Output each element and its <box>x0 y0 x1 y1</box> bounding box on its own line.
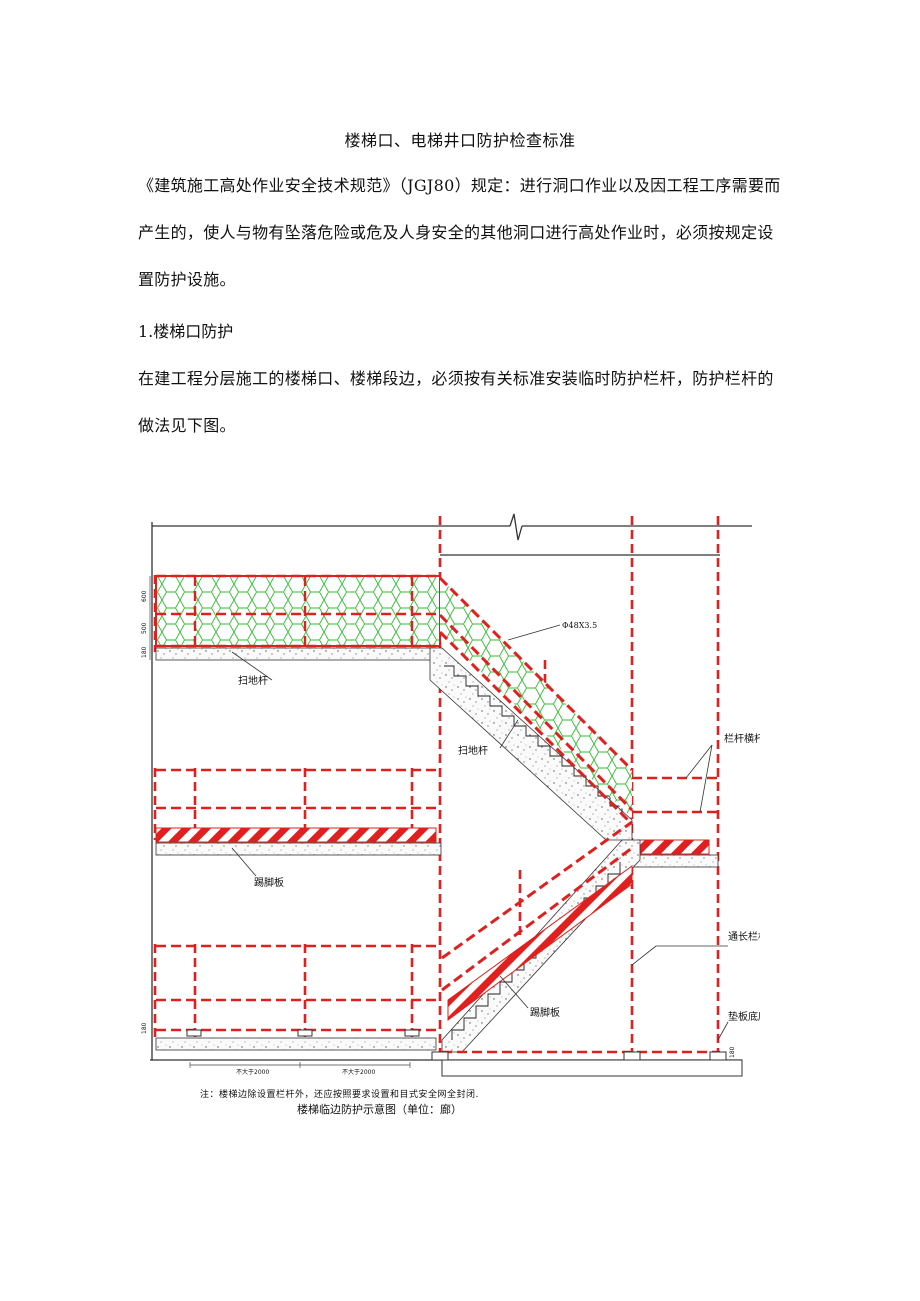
middle-toe-board <box>155 827 437 843</box>
upper-slab <box>155 647 442 661</box>
section-body: 在建工程分层施工的楼梯口、楼梯段边，必须按有关标准安装临时防护栏杆，防护栏杆的做… <box>138 369 774 435</box>
drawing-note: 注：楼梯边除设置栏杆外，还应按照要求设置和目式安全网全封闭. <box>200 1090 479 1100</box>
label-dim-1: 不大于2000 <box>236 1068 269 1076</box>
section-heading: 1.楼梯口防护 <box>138 322 234 341</box>
label-toe-board-stair: 踢脚板 <box>530 1006 560 1019</box>
label-dim-v4: 180 <box>141 1022 148 1034</box>
middle-slab <box>155 842 442 856</box>
stair-guardrail-drawing: 扫地杆 扫地杆 Φ48X3.5 栏杆横杆 踢脚板 踢脚板 通长栏杆柱 垫板底座 … <box>141 513 760 1077</box>
label-dim-v1: 600 <box>141 590 148 602</box>
label-dim-v2: 500 <box>141 622 148 634</box>
label-dim-v5: 180 <box>729 1046 736 1058</box>
landing-slab <box>631 854 719 868</box>
label-sweep-pole-upper: 扫地杆 <box>238 674 268 687</box>
label-pad-base: 垫板底座 <box>728 1010 760 1023</box>
lower-slab <box>155 1037 437 1051</box>
label-rail-crossbar: 栏杆横杆 <box>724 732 760 745</box>
label-toe-board-floor: 踢脚板 <box>254 876 284 889</box>
page-title: 楼梯口、电梯井口防护检查标准 <box>344 131 576 150</box>
label-pipe-spec: Φ48X3.5 <box>562 621 597 630</box>
label-sweep-pole-stair: 扫地杆 <box>458 744 488 757</box>
label-full-rail-post: 通长栏杆柱 <box>728 930 760 943</box>
lower-stair-toe-board <box>447 865 633 1021</box>
landing-toe-board <box>636 839 710 855</box>
label-dim-v3: 180 <box>141 646 148 658</box>
drawing-caption: 楼梯临边防护示意图（单位：廊） <box>297 1103 462 1116</box>
upper-stair-net <box>440 578 632 818</box>
intro-paragraph: 《建筑施工高处作业安全技术规范》（JGJ80）规定：进行洞口作业以及因工程工序需… <box>138 176 781 289</box>
label-dim-2: 不大于2000 <box>342 1068 375 1076</box>
upper-safety-net <box>155 575 441 647</box>
